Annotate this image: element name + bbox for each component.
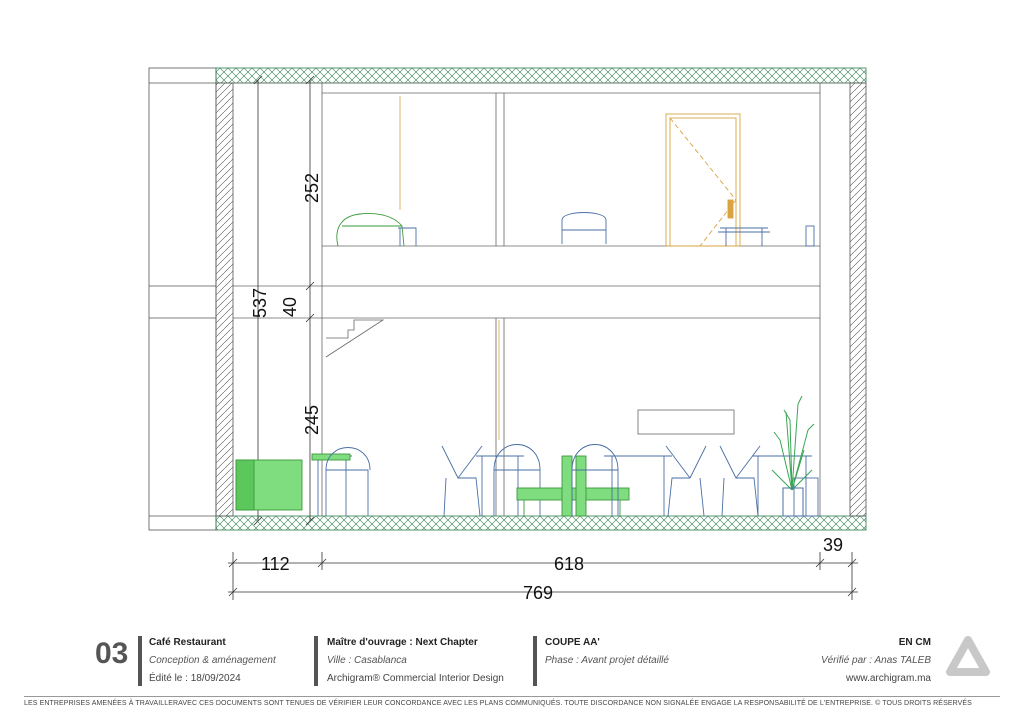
footer-rule — [24, 696, 1000, 697]
chair-1 — [325, 447, 371, 516]
project-subtitle: Conception & aménagement — [149, 655, 276, 666]
left-wall — [215, 82, 234, 517]
right-wall — [849, 82, 867, 517]
dim-lower-level: 245 — [302, 405, 322, 435]
firm-name: Archigram® Commercial Interior Design — [327, 673, 504, 684]
upper-furniture — [336, 96, 815, 247]
side-table — [398, 227, 417, 246]
sheet-number: 03 — [95, 637, 129, 670]
lower-furniture — [235, 444, 819, 517]
client-city: Ville : Casablanca — [327, 655, 407, 666]
dim-total-width: 769 — [523, 583, 553, 603]
vertical-dimensions — [253, 75, 315, 526]
divider-3 — [533, 636, 537, 686]
floor-slab — [215, 515, 867, 531]
archigram-logo-icon — [946, 636, 990, 676]
horizontal-dimensions — [228, 552, 858, 600]
client-owner: Maître d'ouvrage : Next Chapter — [327, 637, 478, 648]
upper-table — [718, 227, 770, 246]
chair-4 — [571, 444, 619, 516]
drawing-title: COUPE AA' — [545, 637, 600, 648]
dim-upper-level: 252 — [302, 173, 322, 203]
divider-1 — [138, 636, 142, 686]
chair-3 — [493, 444, 541, 516]
units-label: EN CM — [898, 637, 931, 648]
dim-total-height: 537 — [250, 288, 270, 318]
table-3 — [604, 455, 672, 516]
green-bench — [516, 487, 630, 501]
drawing-phase: Phase : Avant projet détaillé — [545, 655, 669, 666]
chair-6 — [719, 445, 761, 517]
building-section — [148, 67, 217, 531]
roof-slab — [215, 67, 867, 84]
upper-chair — [561, 212, 607, 244]
dim-slab: 40 — [280, 297, 300, 317]
chair-5 — [665, 445, 707, 517]
website-link[interactable]: www.archigram.ma — [845, 673, 931, 684]
interior-structure — [233, 82, 850, 516]
chair-2 — [441, 445, 483, 517]
armchair — [336, 213, 405, 247]
door — [665, 113, 741, 247]
dim-right-zone: 39 — [823, 535, 843, 555]
divider-2 — [314, 636, 318, 686]
project-name: Café Restaurant — [149, 637, 226, 648]
dim-main-width: 618 — [554, 554, 584, 574]
bar-table-1 — [312, 455, 352, 516]
edited-date: Édité le : 18/09/2024 — [149, 673, 241, 684]
verified-by: Vérifié par : Anas TALEB — [820, 655, 931, 666]
table-2 — [476, 455, 524, 516]
dim-left-zone: 112 — [261, 554, 290, 574]
plant — [771, 395, 815, 517]
disclaimer: LES ENTREPRISES AMENÉES À TRAVAILLERAVEC… — [24, 700, 972, 707]
